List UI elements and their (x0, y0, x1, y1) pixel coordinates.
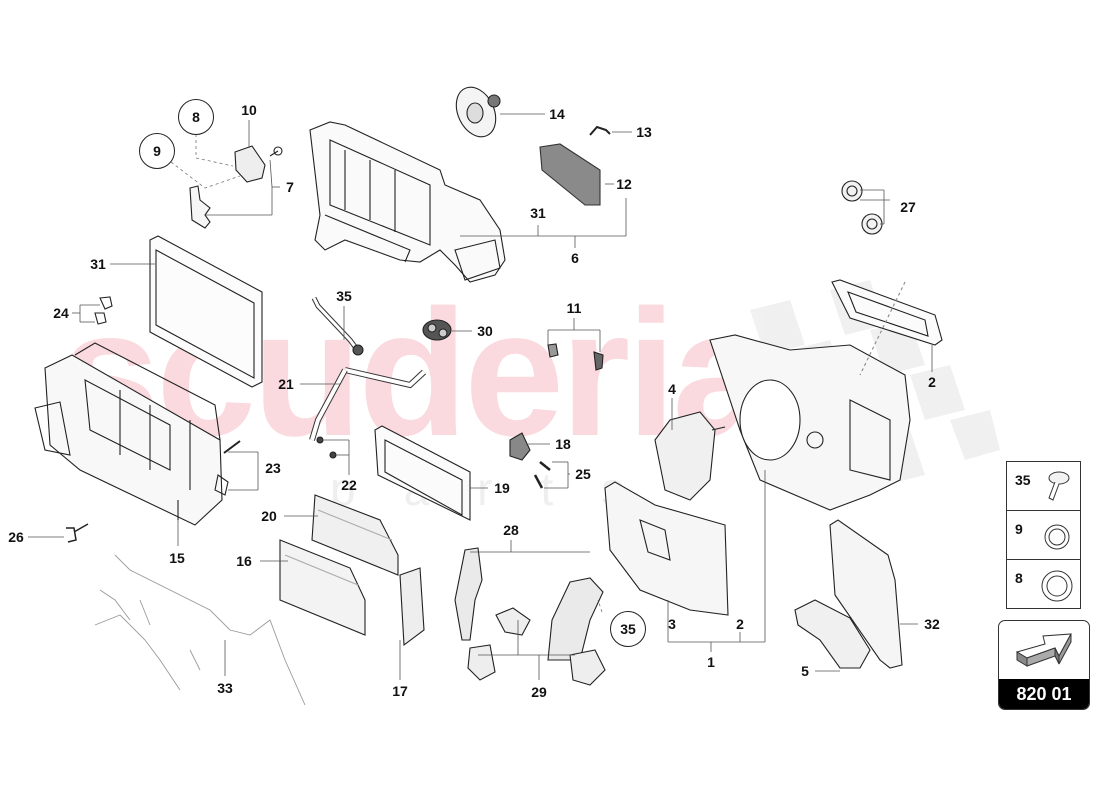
blower-motor-part (654, 411, 726, 501)
callout-19[interactable]: 19 (494, 480, 510, 496)
ring-small-icon (1044, 524, 1070, 550)
callout-13[interactable]: 13 (636, 124, 652, 140)
callout-24[interactable]: 24 (53, 305, 69, 321)
callout-29[interactable]: 29 (531, 684, 547, 700)
callout-20[interactable]: 20 (261, 508, 277, 524)
legend-row-small-ring: 9 (1007, 511, 1080, 560)
fastener-22-part (316, 436, 337, 459)
callout-31[interactable]: 31 (90, 256, 106, 272)
grommet-part (422, 319, 452, 341)
callout-17[interactable]: 17 (392, 683, 408, 699)
callout-14[interactable]: 14 (549, 106, 565, 122)
filter-19-part (374, 425, 471, 521)
callout-23[interactable]: 23 (265, 460, 281, 476)
screws-25-part (533, 461, 551, 489)
ring-large-icon (1041, 570, 1073, 602)
sensor-part (214, 440, 241, 496)
clip-pair-part (94, 296, 113, 325)
reference-dashes (170, 134, 603, 613)
heater-box-part (34, 342, 223, 526)
callout-33[interactable]: 33 (217, 680, 233, 696)
callout-26[interactable]: 26 (8, 529, 24, 545)
actuator-18-part (509, 432, 531, 461)
page-code: 820 01 (999, 679, 1089, 709)
duct-5-part (794, 599, 871, 669)
callout-4[interactable]: 4 (668, 381, 676, 397)
pipe-part (311, 296, 364, 356)
circled-ref-9[interactable]: 9 (139, 133, 175, 169)
duct-17-part (399, 567, 425, 647)
legend-number: 8 (1015, 570, 1023, 586)
callout-11[interactable]: 11 (566, 300, 582, 316)
panel-32-part (829, 519, 903, 669)
bracket-part (189, 145, 283, 229)
leader-lines (28, 113, 933, 680)
callout-1[interactable]: 1 (707, 654, 715, 670)
callout-5[interactable]: 5 (801, 663, 809, 679)
filter-16-part (279, 539, 366, 636)
clip-26-part (66, 523, 89, 543)
legend-row-screw: 35 (1007, 462, 1080, 511)
callout-28[interactable]: 28 (503, 522, 519, 538)
callout-32[interactable]: 32 (924, 616, 940, 632)
actuators-28-part (454, 547, 604, 661)
callout-25[interactable]: 25 (575, 466, 591, 482)
callout-27[interactable]: 27 (900, 199, 916, 215)
heater-pipes-part (309, 367, 427, 441)
fastener-legend: 35 9 8 (1006, 461, 1081, 609)
sensor-11-part (547, 343, 604, 371)
grommets-27-part (841, 180, 883, 235)
next-page-button[interactable]: 820 01 (998, 620, 1090, 710)
callout-12[interactable]: 12 (616, 176, 632, 192)
blower-housing-part (709, 334, 911, 511)
callout-30[interactable]: 30 (477, 323, 493, 339)
filter-frame-part (149, 235, 263, 388)
legend-number: 9 (1015, 521, 1023, 537)
duct-panel-part (604, 481, 729, 616)
callout-10[interactable]: 10 (241, 102, 257, 118)
callout-22[interactable]: 22 (341, 477, 357, 493)
filter-20-part (311, 494, 399, 576)
legend-row-large-ring: 8 (1007, 560, 1080, 608)
clip-part (589, 125, 611, 136)
screw-icon (1048, 471, 1070, 501)
filter-2-part (831, 279, 943, 376)
vent-cap-part (455, 86, 501, 138)
callout-2[interactable]: 2 (736, 616, 744, 632)
upper-housing-part (309, 121, 506, 283)
callout-2[interactable]: 2 (928, 374, 936, 390)
callout-21[interactable]: 21 (278, 376, 294, 392)
circled-ref-8[interactable]: 8 (178, 99, 214, 135)
actuators-29-part (467, 607, 606, 686)
callout-6[interactable]: 6 (571, 250, 579, 266)
callout-18[interactable]: 18 (555, 436, 571, 452)
legend-number: 35 (1015, 472, 1031, 488)
wiring-harness-part (94, 554, 306, 706)
callout-31[interactable]: 31 (530, 205, 546, 221)
arrow-next-icon (1015, 633, 1072, 667)
callout-7[interactable]: 7 (286, 179, 294, 195)
callout-15[interactable]: 15 (169, 550, 185, 566)
callout-16[interactable]: 16 (236, 553, 252, 569)
circled-ref-35[interactable]: 35 (610, 611, 646, 647)
callout-35[interactable]: 35 (336, 288, 352, 304)
flap-part (539, 143, 601, 206)
callout-3[interactable]: 3 (668, 616, 676, 632)
